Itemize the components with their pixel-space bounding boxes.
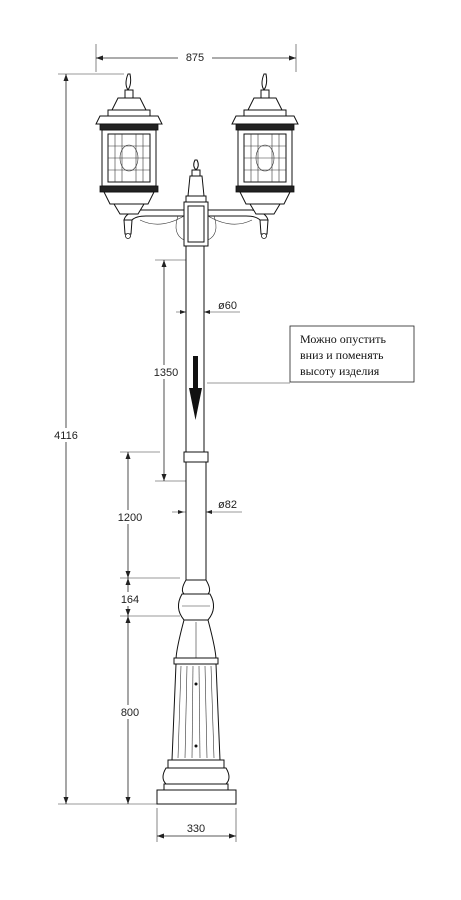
label-middle-section: 1200 [118, 512, 142, 524]
label-collar-section: 164 [121, 594, 139, 606]
label-base-section: 800 [121, 707, 139, 719]
fluted-base [156, 657, 237, 805]
note-callout: Можно опустить вниз и поменять высоту из… [207, 325, 415, 384]
dimension-base-width: 330 [156, 808, 237, 842]
note-line-1: Можно опустить [300, 332, 386, 346]
note-line-3: высоту изделия [300, 364, 380, 378]
dimension-lower-diameter: ø82 [172, 499, 242, 514]
label-lower-diameter: ø82 [218, 499, 237, 511]
note-line-2: вниз и поменять [300, 348, 384, 362]
right-lantern [231, 73, 299, 239]
lower-pole [175, 451, 217, 661]
label-base-width: 330 [187, 823, 205, 835]
label-upper-diameter: ø60 [218, 300, 237, 312]
left-lantern [95, 73, 163, 239]
label-overall-height: 4116 [54, 430, 78, 442]
upper-pole [185, 243, 205, 453]
dimension-telescopic: 1350 [150, 259, 186, 482]
down-arrow-icon [189, 356, 202, 420]
label-telescopic: 1350 [154, 367, 178, 379]
dimension-overall-height: 4116 [48, 73, 160, 805]
note-box [289, 325, 415, 383]
dimension-lower-sections: 1200 164 800 [113, 451, 180, 804]
cross-arm [123, 159, 269, 247]
dimension-overall-width: 875 [95, 44, 297, 72]
label-overall-width: 875 [186, 52, 204, 64]
